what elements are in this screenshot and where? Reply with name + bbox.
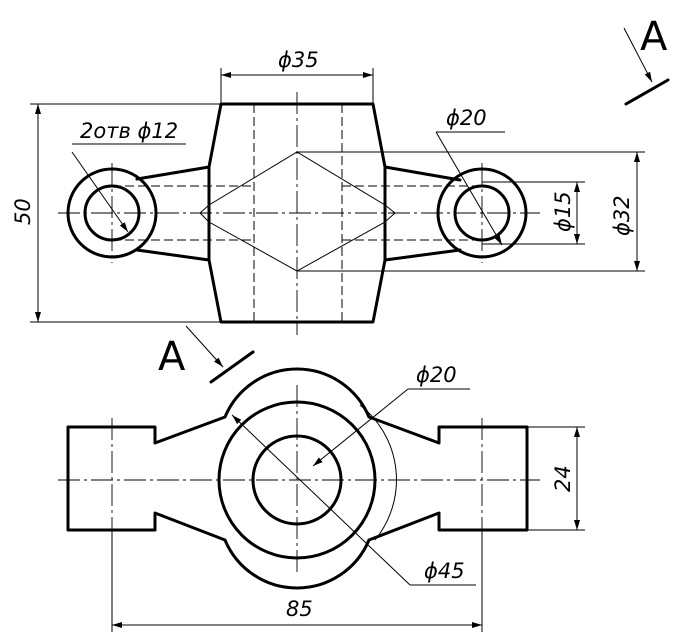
dim-holes-label: 2отв ϕ12 [80,119,178,143]
top-right-arm-upper [383,165,462,182]
section-bottom-arrow [185,325,224,368]
section-top-cut-stroke [624,78,670,106]
dim-d45-leader [231,414,411,586]
top-central-body [207,102,387,324]
top-intersection-upper [199,151,396,214]
front-thin-arc [359,404,397,541]
dim-d15-label: ϕ15 [551,191,575,232]
top-left-arm-lower [135,248,211,262]
top-right-arm-lower [383,248,462,262]
front-view: ϕ20 ϕ45 24 85 [58,363,585,632]
dim-d20-top-leader [435,131,503,246]
dim-85-label: 85 [286,597,313,621]
section-mark-bottom: А [158,325,255,384]
dim-d20-bottom-leader [312,388,409,467]
top-intersection-lower [199,212,396,272]
top-left-arm-upper [135,165,211,181]
dim-d20-bottom-label: ϕ20 [416,363,457,387]
section-bottom-letter: А [158,334,186,380]
dim-d20-top-label: ϕ20 [446,106,487,130]
section-mark-top: А [623,14,670,106]
section-bottom-cut-stroke [209,350,255,384]
top-view: ϕ35 50 2отв ϕ12 ϕ20 ϕ15 ϕ32 [11,48,645,335]
section-top-arrow [623,27,653,83]
dim-50-label: 50 [11,198,35,225]
dim-d35-label: ϕ35 [278,48,319,72]
dim-holes-leader [71,151,129,233]
dim-24-label: 24 [551,465,575,492]
section-top-letter: А [640,14,668,60]
dim-d32-label: ϕ32 [610,195,634,236]
dim-d45-label: ϕ45 [424,559,465,583]
